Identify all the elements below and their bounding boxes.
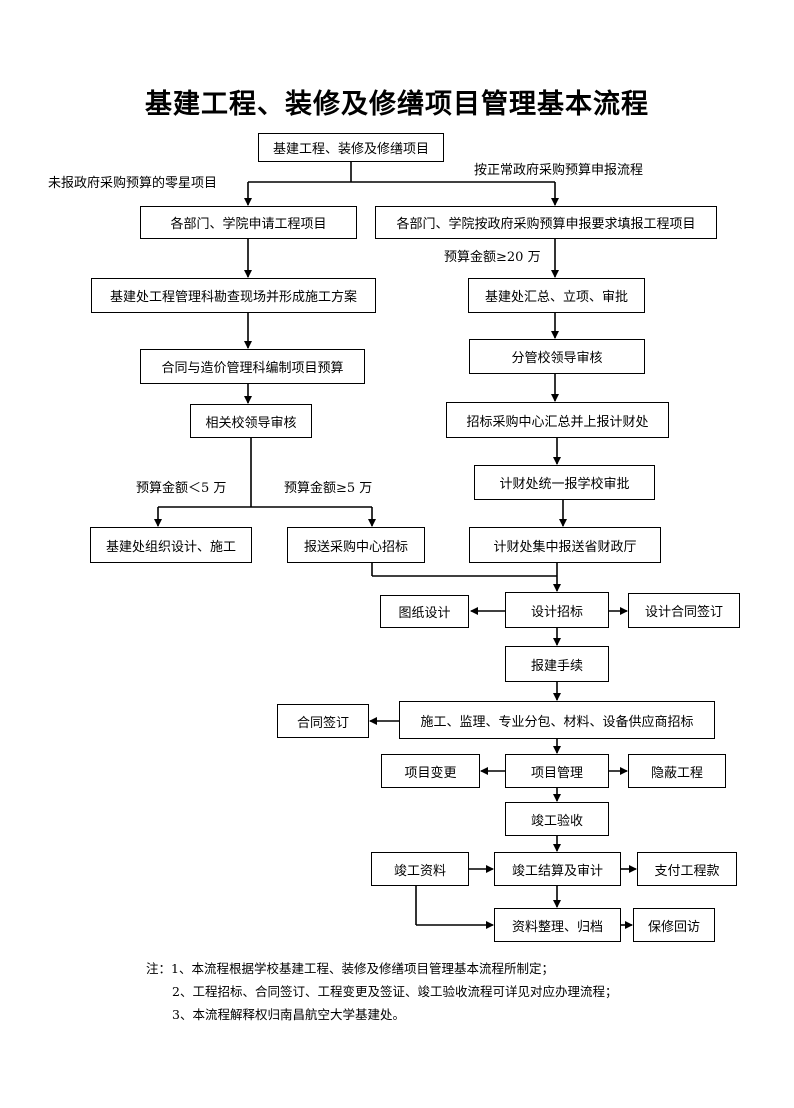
finance-report-box: 计财处统一报学校审批: [474, 465, 655, 500]
project-change-box: 项目变更: [381, 754, 480, 788]
payment-box: 支付工程款: [637, 852, 737, 886]
left-branch-label: 未报政府采购预算的零星项目: [48, 176, 218, 191]
self-construct-box: 基建处组织设计、施工: [90, 527, 252, 563]
budget-lt-5-label: 预算金额＜5 万: [136, 481, 227, 496]
contract-sign-box: 合同签订: [277, 704, 369, 738]
leader-review-right-box: 分管校领导审核: [469, 339, 645, 374]
drawing-design-box: 图纸设计: [380, 595, 469, 628]
project-mgmt-box: 项目管理: [505, 754, 609, 788]
completion-accept-box: 竣工验收: [505, 802, 609, 836]
budget-ge-20-label: 预算金额≥20 万: [444, 250, 541, 265]
start-box: 基建工程、装修及修缮项目: [258, 133, 444, 162]
design-contract-box: 设计合同签订: [628, 593, 740, 628]
survey-box: 基建处工程管理科勘查现场并形成施工方案: [91, 278, 376, 313]
note-2: 2、工程招标、合同签订、工程变更及签证、竣工验收流程可详见对应办理流程；: [172, 984, 618, 999]
note-1: 注：1、本流程根据学校基建工程、装修及修缮项目管理基本流程所制定；: [146, 961, 554, 976]
settlement-audit-box: 竣工结算及审计: [494, 852, 621, 886]
apply-left-box: 各部门、学院申请工程项目: [140, 206, 357, 239]
leader-review-left-box: 相关校领导审核: [190, 404, 312, 438]
summary-approve-box: 基建处汇总、立项、审批: [468, 278, 645, 313]
finance-province-box: 计财处集中报送省财政厅: [469, 527, 661, 563]
note-3: 3、本流程解释权归南昌航空大学基建处。: [172, 1007, 405, 1022]
construction-bidding-box: 施工、监理、专业分包、材料、设备供应商招标: [399, 701, 715, 739]
budget-prep-box: 合同与造价管理科编制项目预算: [140, 349, 365, 384]
page-title: 基建工程、装修及修缮项目管理基本流程: [145, 89, 649, 120]
apply-right-box: 各部门、学院按政府采购预算申报要求填报工程项目: [375, 206, 717, 239]
archive-box: 资料整理、归档: [494, 908, 621, 942]
footnotes: 注：1、本流程根据学校基建工程、装修及修缮项目管理基本流程所制定； 2、工程招标…: [146, 957, 617, 1026]
design-bidding-box: 设计招标: [505, 592, 609, 628]
construction-permit-box: 报建手续: [505, 646, 609, 682]
warranty-visit-box: 保修回访: [633, 908, 715, 942]
budget-ge-5-label: 预算金额≥5 万: [284, 481, 373, 496]
concealed-work-box: 隐蔽工程: [628, 754, 726, 788]
completion-docs-box: 竣工资料: [371, 852, 469, 886]
send-bidding-box: 报送采购中心招标: [287, 527, 425, 563]
bidding-center-box: 招标采购中心汇总并上报计财处: [446, 402, 669, 438]
right-branch-label: 按正常政府采购预算申报流程: [474, 163, 644, 178]
